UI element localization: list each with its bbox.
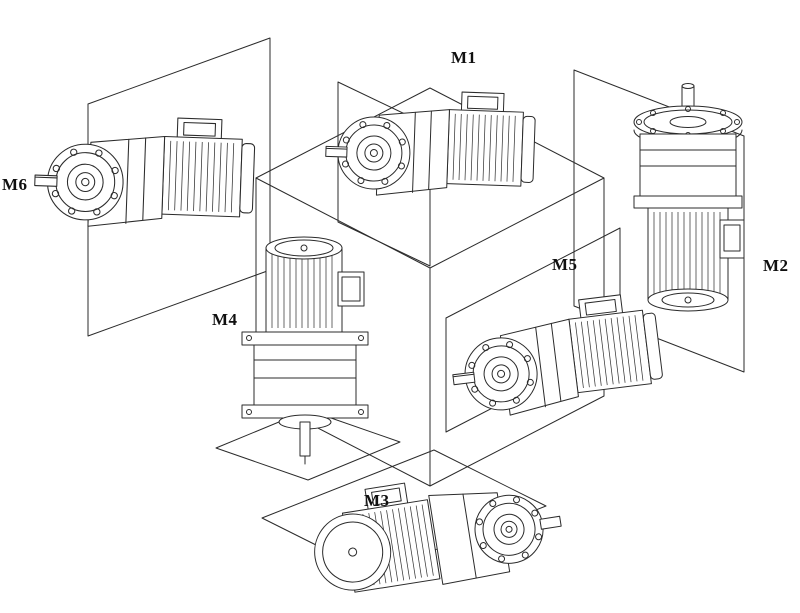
gearmotor-m5 bbox=[445, 290, 666, 422]
mounting-plane-m1 bbox=[337, 81, 431, 267]
gearmotor-m4 bbox=[241, 236, 369, 465]
gearmotor-m6 bbox=[32, 112, 257, 233]
position-label-m4: M4 bbox=[212, 310, 238, 329]
position-label-m3: M3 bbox=[364, 491, 390, 510]
gearmotor-m1 bbox=[323, 86, 537, 202]
mounting-plane-m4 bbox=[215, 409, 401, 481]
position-label-m2: M2 bbox=[763, 256, 789, 275]
gearmotor-m3 bbox=[314, 482, 562, 593]
position-label-m1: M1 bbox=[451, 48, 477, 67]
reference-cube bbox=[255, 87, 605, 487]
position-label-m6: M6 bbox=[2, 175, 28, 194]
gearmotor-m2 bbox=[633, 83, 745, 312]
position-label-m5: M5 bbox=[552, 255, 578, 274]
